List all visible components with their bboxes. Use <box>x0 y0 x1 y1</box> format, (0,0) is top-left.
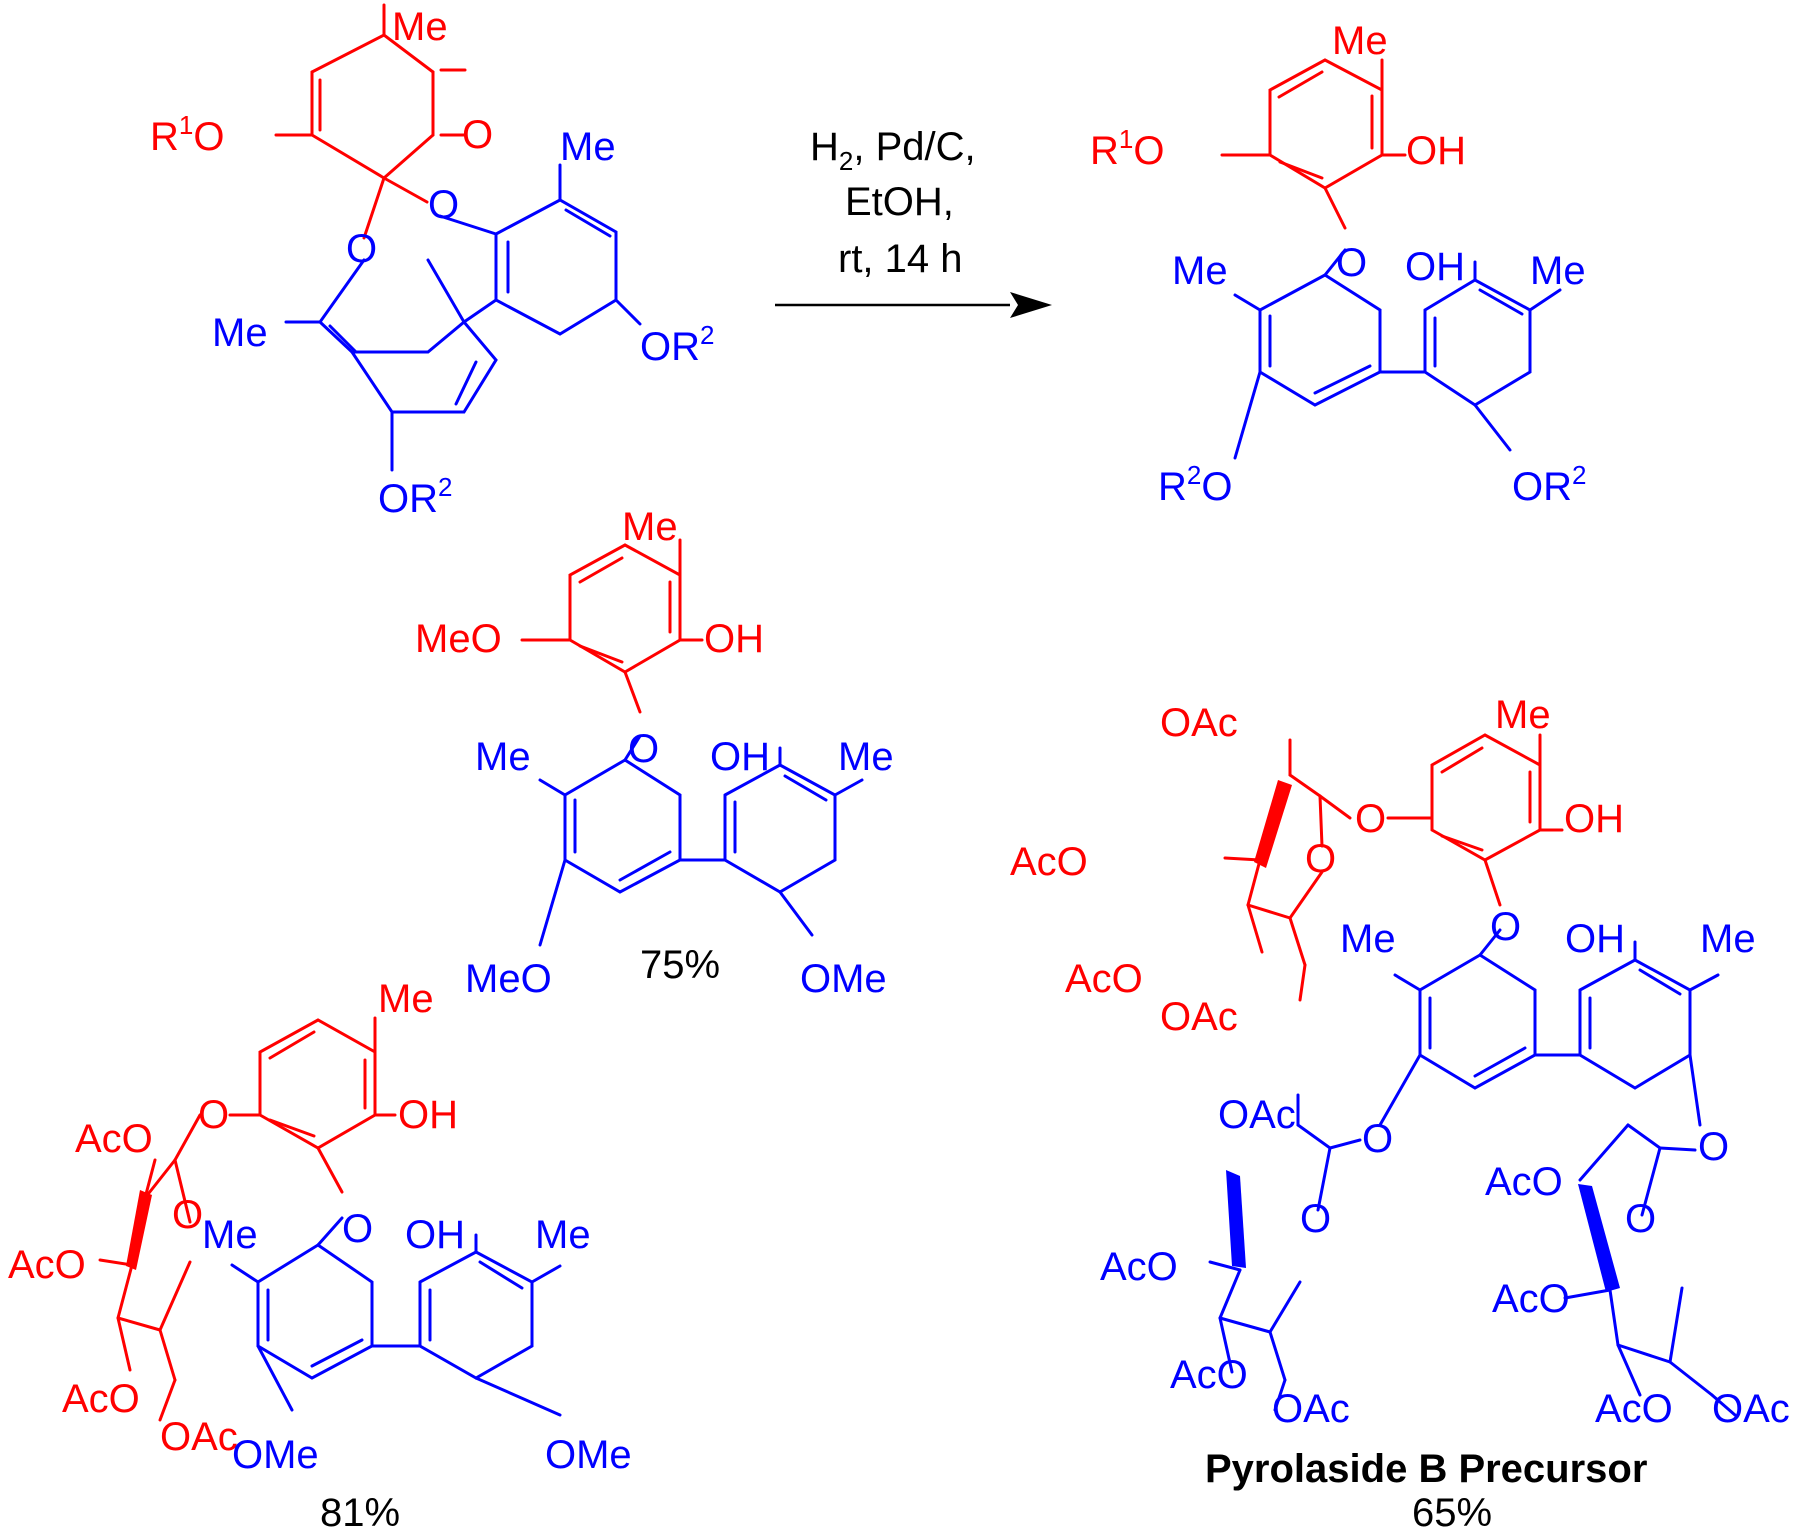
reactant-me-2: Me <box>560 125 616 169</box>
product-oh: OH <box>1406 129 1466 173</box>
compound-75-meo: MeO <box>415 617 502 661</box>
compound-65-aco-5: AcO <box>1100 1245 1178 1289</box>
reactant-r1o: R1O <box>150 110 224 159</box>
compound-65-aco-7: AcO <box>1170 1353 1248 1397</box>
compound-75-yield: 75% <box>640 943 720 987</box>
compound-81-ether-o-1: O <box>198 1093 229 1137</box>
compound-65-oac-top: OAc <box>1160 701 1238 745</box>
compound-75-oh: OH <box>704 617 764 661</box>
product-oh-2: OH <box>1405 245 1465 289</box>
compound-65-me-2: Me <box>1340 917 1396 961</box>
compound-81-me-3: Me <box>535 1213 591 1257</box>
compound-65-ether-o-4: O <box>1698 1125 1729 1169</box>
compound-65-red-part <box>1223 733 1564 1002</box>
product-r2o: R2O <box>1158 460 1232 509</box>
compound-75-oh-2: OH <box>710 735 770 779</box>
compound-75-red-ring <box>520 538 704 714</box>
compound-75-ome: OMe <box>800 957 887 1001</box>
compound-65-ether-o-2: O <box>1490 905 1521 949</box>
compound-81-oh: OH <box>398 1093 458 1137</box>
compound-65-oac-3: OAc <box>1218 1093 1296 1137</box>
reactant-structure: Me R1O O Me O O Me OR2 OR2 <box>150 3 714 521</box>
compound-75-ether-o: O <box>628 727 659 771</box>
compound-81-ome-2: OMe <box>545 1433 632 1477</box>
product-or2: OR2 <box>1512 460 1586 509</box>
condition-line-3: rt, 14 h <box>838 237 963 281</box>
compound-65-blue-rings <box>1208 928 1737 1417</box>
product-blue-rings <box>1233 248 1562 460</box>
compound-65-aco-6: AcO <box>1492 1277 1570 1321</box>
compound-65-wedge-1 <box>1254 780 1292 868</box>
compound-65-aco-2: AcO <box>1065 957 1143 1001</box>
product-red-ring <box>1220 58 1407 230</box>
compound-75-me-3: Me <box>838 735 894 779</box>
compound-81-ome-1: OMe <box>232 1433 319 1477</box>
reactant-ketone-o: O <box>462 113 493 157</box>
compound-65-yield: 65% <box>1412 1491 1492 1534</box>
compound-65-wedge-3 <box>1578 1184 1620 1292</box>
compound-65-wedge-2 <box>1226 1170 1246 1268</box>
compound-81-oac: OAc <box>160 1415 238 1459</box>
compound-81-ring-o: O <box>172 1193 203 1237</box>
compound-75-meo-2: MeO <box>465 957 552 1001</box>
compound-81-wedge-bond <box>126 1190 152 1270</box>
reactant-ether-o1: O <box>428 183 459 227</box>
product-me-2: Me <box>1172 249 1228 293</box>
reactant-or2-right: OR2 <box>640 320 714 369</box>
product-me-3: Me <box>1530 249 1586 293</box>
compound-65-oac-5: OAc <box>1712 1387 1790 1431</box>
reactant-or2-bottom: OR2 <box>378 472 452 521</box>
compound-75-structure: Me MeO OH O Me OH Me MeO OMe 75% <box>415 505 894 1001</box>
compound-65-aco-8: AcO <box>1595 1387 1673 1431</box>
compound-75-blue-rings <box>538 734 864 947</box>
compound-81-aco-2: AcO <box>8 1243 86 1287</box>
compound-75-me-top: Me <box>622 505 678 549</box>
reaction-arrow <box>775 292 1052 318</box>
compound-81-oh-2: OH <box>405 1213 465 1257</box>
compound-81-structure: Me O OH AcO O AcO AcO OAc O Me OH Me OMe… <box>8 977 632 1534</box>
compound-65-ether-o-1: O <box>1355 797 1386 841</box>
compound-81-aco-3: AcO <box>62 1377 140 1421</box>
compound-65-oac-4: OAc <box>1272 1387 1350 1431</box>
compound-65-name: Pyrolaside B Precursor <box>1205 1447 1647 1491</box>
compound-65-ring-o-2: O <box>1300 1197 1331 1241</box>
compound-65-aco-1: AcO <box>1010 840 1088 884</box>
compound-81-aco-1: AcO <box>75 1117 153 1161</box>
compound-65-oh-2: OH <box>1565 917 1625 961</box>
reactant-me-3: Me <box>212 311 268 355</box>
compound-81-yield: 81% <box>320 1491 400 1534</box>
compound-65-oac-2: OAc <box>1160 995 1238 1039</box>
compound-81-red-part <box>98 1016 397 1422</box>
compound-65-ring-o-1: O <box>1305 837 1336 881</box>
reactant-blue-rings <box>284 163 642 472</box>
compound-81-me-2: Me <box>202 1213 258 1257</box>
compound-81-ether-o-2: O <box>342 1207 373 1251</box>
product-r1o: R1O <box>1090 124 1164 173</box>
condition-line-1: H2, Pd/C, <box>810 125 976 176</box>
compound-65-aco-4: AcO <box>1485 1160 1563 1204</box>
compound-65-ring-o-3: O <box>1625 1197 1656 1241</box>
product-ether-o: O <box>1336 241 1367 285</box>
reactant-ether-o2: O <box>346 227 377 271</box>
compound-65-structure: OAc Me O OH AcO O AcO OAc O Me OH Me OAc… <box>1010 693 1790 1534</box>
product-me-top: Me <box>1332 19 1388 63</box>
compound-81-blue-rings <box>230 1216 562 1417</box>
compound-65-me-top: Me <box>1495 693 1551 737</box>
reactant-red-ring <box>274 3 467 240</box>
compound-81-me-top: Me <box>378 977 434 1021</box>
reactant-me-top: Me <box>392 5 448 49</box>
product-structure: Me R1O OH O Me OH Me R2O OR2 <box>1090 19 1586 509</box>
compound-75-me-2: Me <box>475 735 531 779</box>
compound-65-me-3: Me <box>1700 917 1756 961</box>
compound-65-oh: OH <box>1564 797 1624 841</box>
condition-line-2: EtOH, <box>845 180 954 224</box>
compound-65-ether-o-3: O <box>1362 1117 1393 1161</box>
